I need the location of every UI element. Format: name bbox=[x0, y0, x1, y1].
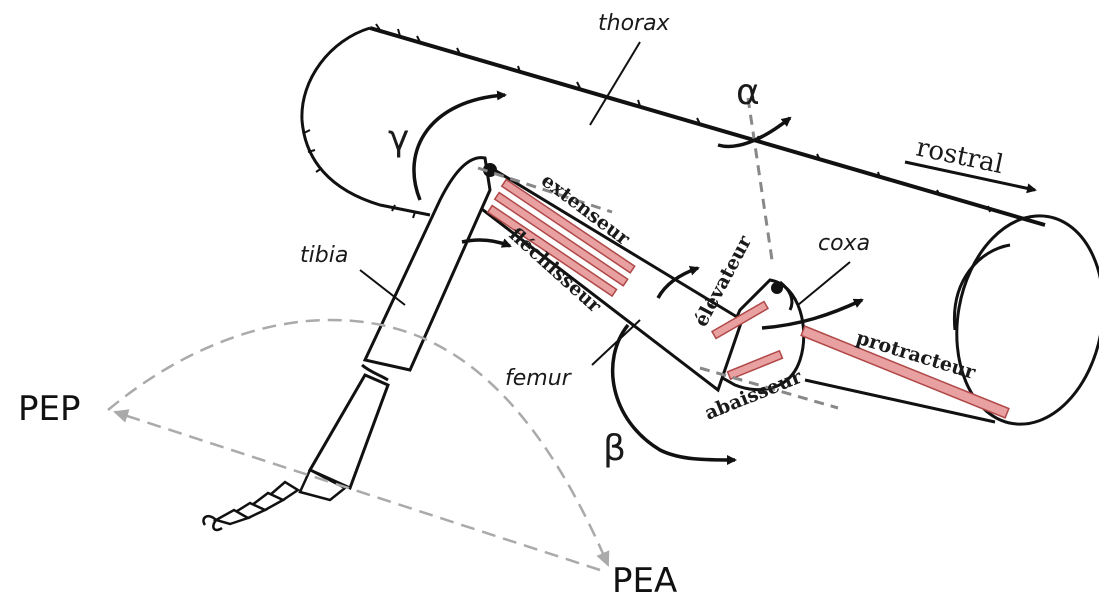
tibia-segment bbox=[310, 158, 490, 488]
label-alpha: α bbox=[736, 72, 760, 113]
label-femur: femur bbox=[505, 366, 573, 391]
label-thorax: thorax bbox=[598, 11, 671, 36]
label-pep: PEP bbox=[18, 389, 81, 429]
tibia-flexion-arrow bbox=[462, 240, 510, 246]
label-pea: PEA bbox=[612, 561, 677, 598]
coxa-joint-top bbox=[771, 282, 783, 294]
label-coxa: coxa bbox=[818, 231, 870, 256]
label-gamma: γ bbox=[388, 118, 409, 159]
label-beta: β bbox=[603, 428, 626, 469]
label-tibia: tibia bbox=[300, 243, 348, 268]
